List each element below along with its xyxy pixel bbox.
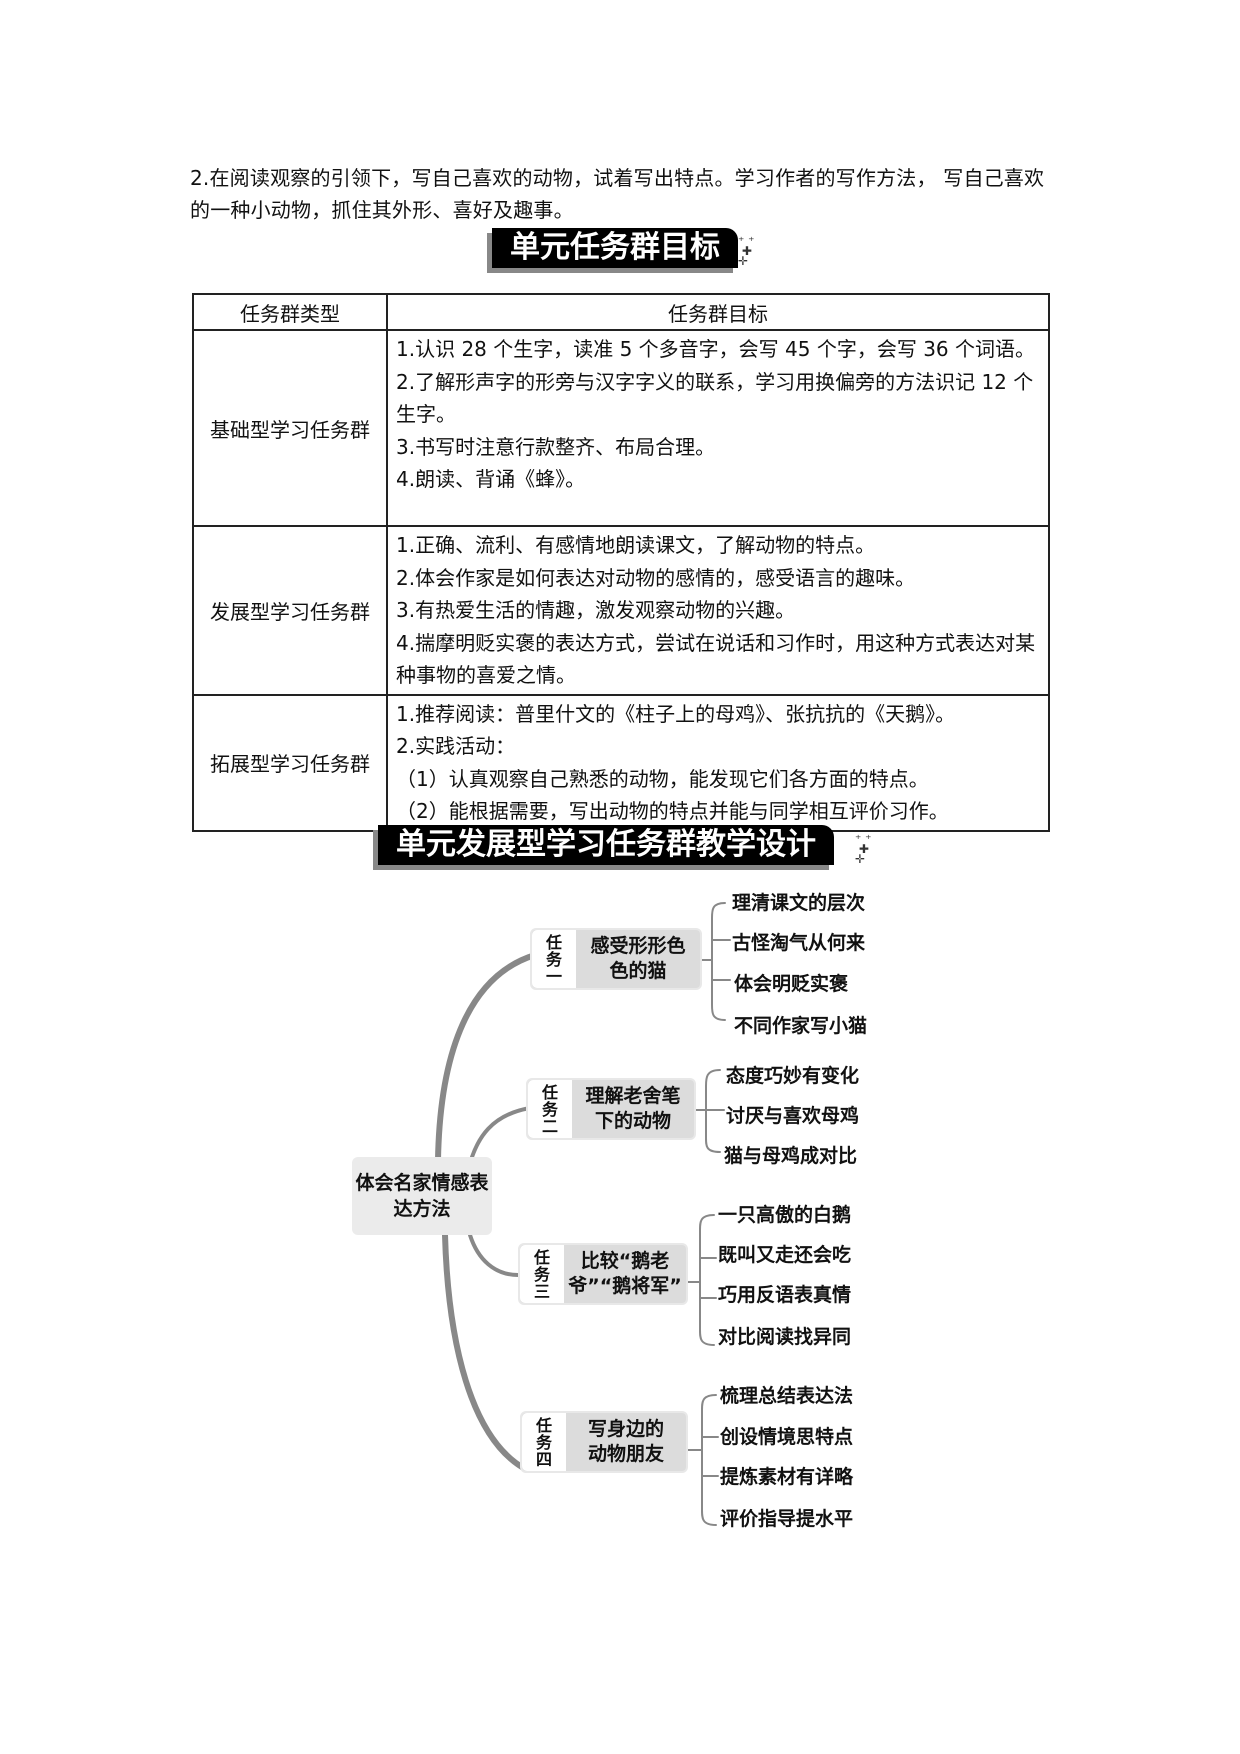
leaf-node: 提炼素材有详略 [720, 1466, 854, 1488]
row-type: 拓展型学习任务群 [192, 693, 388, 832]
task-title: 写身边的动物朋友 [587, 1418, 664, 1465]
section-title-goals: 单元任务群目标 [492, 228, 738, 268]
leaf-node: 古怪淘气从何来 [732, 932, 866, 954]
goal-item: 1.认识 28 个生字，读准 5 个多音字，会写 45 个字，会写 36 个词语… [396, 337, 1036, 361]
task-tag: 任务一 [532, 930, 576, 988]
header-goal: 任务群目标 [386, 293, 1050, 331]
leaf-node: 体会明贬实褒 [734, 973, 849, 995]
task-title: 理解老舍笔下的动物 [585, 1085, 681, 1132]
task-node-4: 任务四 写身边的动物朋友 [520, 1411, 688, 1473]
goal-item: （2）能根据需要，写出动物的特点并能与同学相互评价习作。 [396, 799, 949, 823]
goal-item: 2.了解形声字的形旁与汉字字义的联系，学习用换偏旁的方法识记 12 个生字。 [396, 369, 1034, 427]
intro-paragraph: 2.在阅读观察的引领下，写自己喜欢的动物，试着写出特点。学习作者的写作方法， 写… [190, 166, 1045, 222]
task-node-3: 任务三 比较“鹅老爷”“鹅将军” [518, 1243, 688, 1305]
goal-item: 4.朗读、背诵《蜂》。 [396, 467, 586, 491]
table-row: 发展型学习任务群 1.正确、流利、有感情地朗读课文，了解动物的特点。 2.体会作… [192, 525, 1050, 696]
table-row: 基础型学习任务群 1.认识 28 个生字，读准 5 个多音字，会写 45 个字，… [192, 329, 1050, 527]
leaf-node: 猫与母鸡成对比 [724, 1145, 858, 1167]
goal-item: 1.推荐阅读：普里什文的《柱子上的母鸡》、张抗抗的《天鹅》。 [396, 701, 956, 726]
sparkle-icon: ⁺ ⁺ ✚✛ [855, 832, 872, 866]
leaf-node: 巧用反语表真情 [718, 1284, 852, 1306]
goals-table: 任务群类型 任务群目标 基础型学习任务群 1.认识 28 个生字，读准 5 个多… [192, 293, 1050, 832]
row-type: 发展型学习任务群 [192, 525, 388, 696]
goal-item: 3.有热爱生活的情趣，激发观察动物的兴趣。 [396, 598, 796, 622]
mind-map-root: 体会名家情感表达方法 [352, 1157, 492, 1235]
goal-item: 2.实践活动： [396, 734, 516, 758]
table-row: 拓展型学习任务群 1.推荐阅读：普里什文的《柱子上的母鸡》、张抗抗的《天鹅》。 … [192, 693, 1050, 832]
task-tag: 任务二 [528, 1080, 572, 1138]
leaf-node: 创设情境思特点 [720, 1426, 854, 1448]
section-title-design: 单元发展型学习任务群教学设计 [378, 825, 834, 865]
goal-item: 1.正确、流利、有感情地朗读课文，了解动物的特点。 [396, 533, 876, 557]
header-type: 任务群类型 [192, 293, 388, 331]
table-header-row: 任务群类型 任务群目标 [192, 293, 1050, 331]
row-goals: 1.认识 28 个生字，读准 5 个多音字，会写 45 个字，会写 36 个词语… [386, 329, 1050, 527]
task-title: 比较“鹅老爷”“鹅将军” [568, 1250, 682, 1297]
task-tag: 任务四 [522, 1413, 566, 1471]
task-title: 感受形形色色的猫 [590, 935, 686, 982]
leaf-node: 梳理总结表达法 [720, 1385, 854, 1407]
leaf-node: 不同作家写小猫 [734, 1015, 868, 1037]
leaf-node: 评价指导提水平 [720, 1508, 854, 1530]
leaf-node: 讨厌与喜欢母鸡 [726, 1105, 860, 1127]
row-goals: 1.正确、流利、有感情地朗读课文，了解动物的特点。 2.体会作家是如何表达对动物… [386, 525, 1050, 696]
task-tag: 任务三 [520, 1245, 564, 1303]
leaf-node: 理清课文的层次 [732, 892, 866, 914]
row-goals: 1.推荐阅读：普里什文的《柱子上的母鸡》、张抗抗的《天鹅》。 2.实践活动： （… [386, 693, 1050, 832]
task-node-1: 任务一 感受形形色色的猫 [530, 928, 702, 990]
leaf-node: 既叫又走还会吃 [718, 1244, 852, 1266]
leaf-node: 一只高傲的白鹅 [718, 1204, 852, 1226]
task-node-2: 任务二 理解老舍笔下的动物 [526, 1078, 696, 1140]
leaf-node: 态度巧妙有变化 [726, 1065, 860, 1087]
row-type: 基础型学习任务群 [192, 329, 388, 527]
leaf-node: 对比阅读找异同 [718, 1326, 852, 1348]
goal-item: （1）认真观察自己熟悉的动物，能发现它们各方面的特点。 [396, 766, 929, 791]
goal-item: 2.体会作家是如何表达对动物的感情的，感受语言的趣味。 [396, 565, 916, 590]
goal-item: 4.揣摩明贬实褒的表达方式，尝试在说话和习作时，用这种方式表达对某种事物的喜爱之… [396, 630, 1036, 688]
goal-item: 3.书写时注意行款整齐、布局合理。 [396, 434, 716, 459]
sparkle-icon: ⁺ ⁺ ✚✛ [738, 234, 755, 268]
